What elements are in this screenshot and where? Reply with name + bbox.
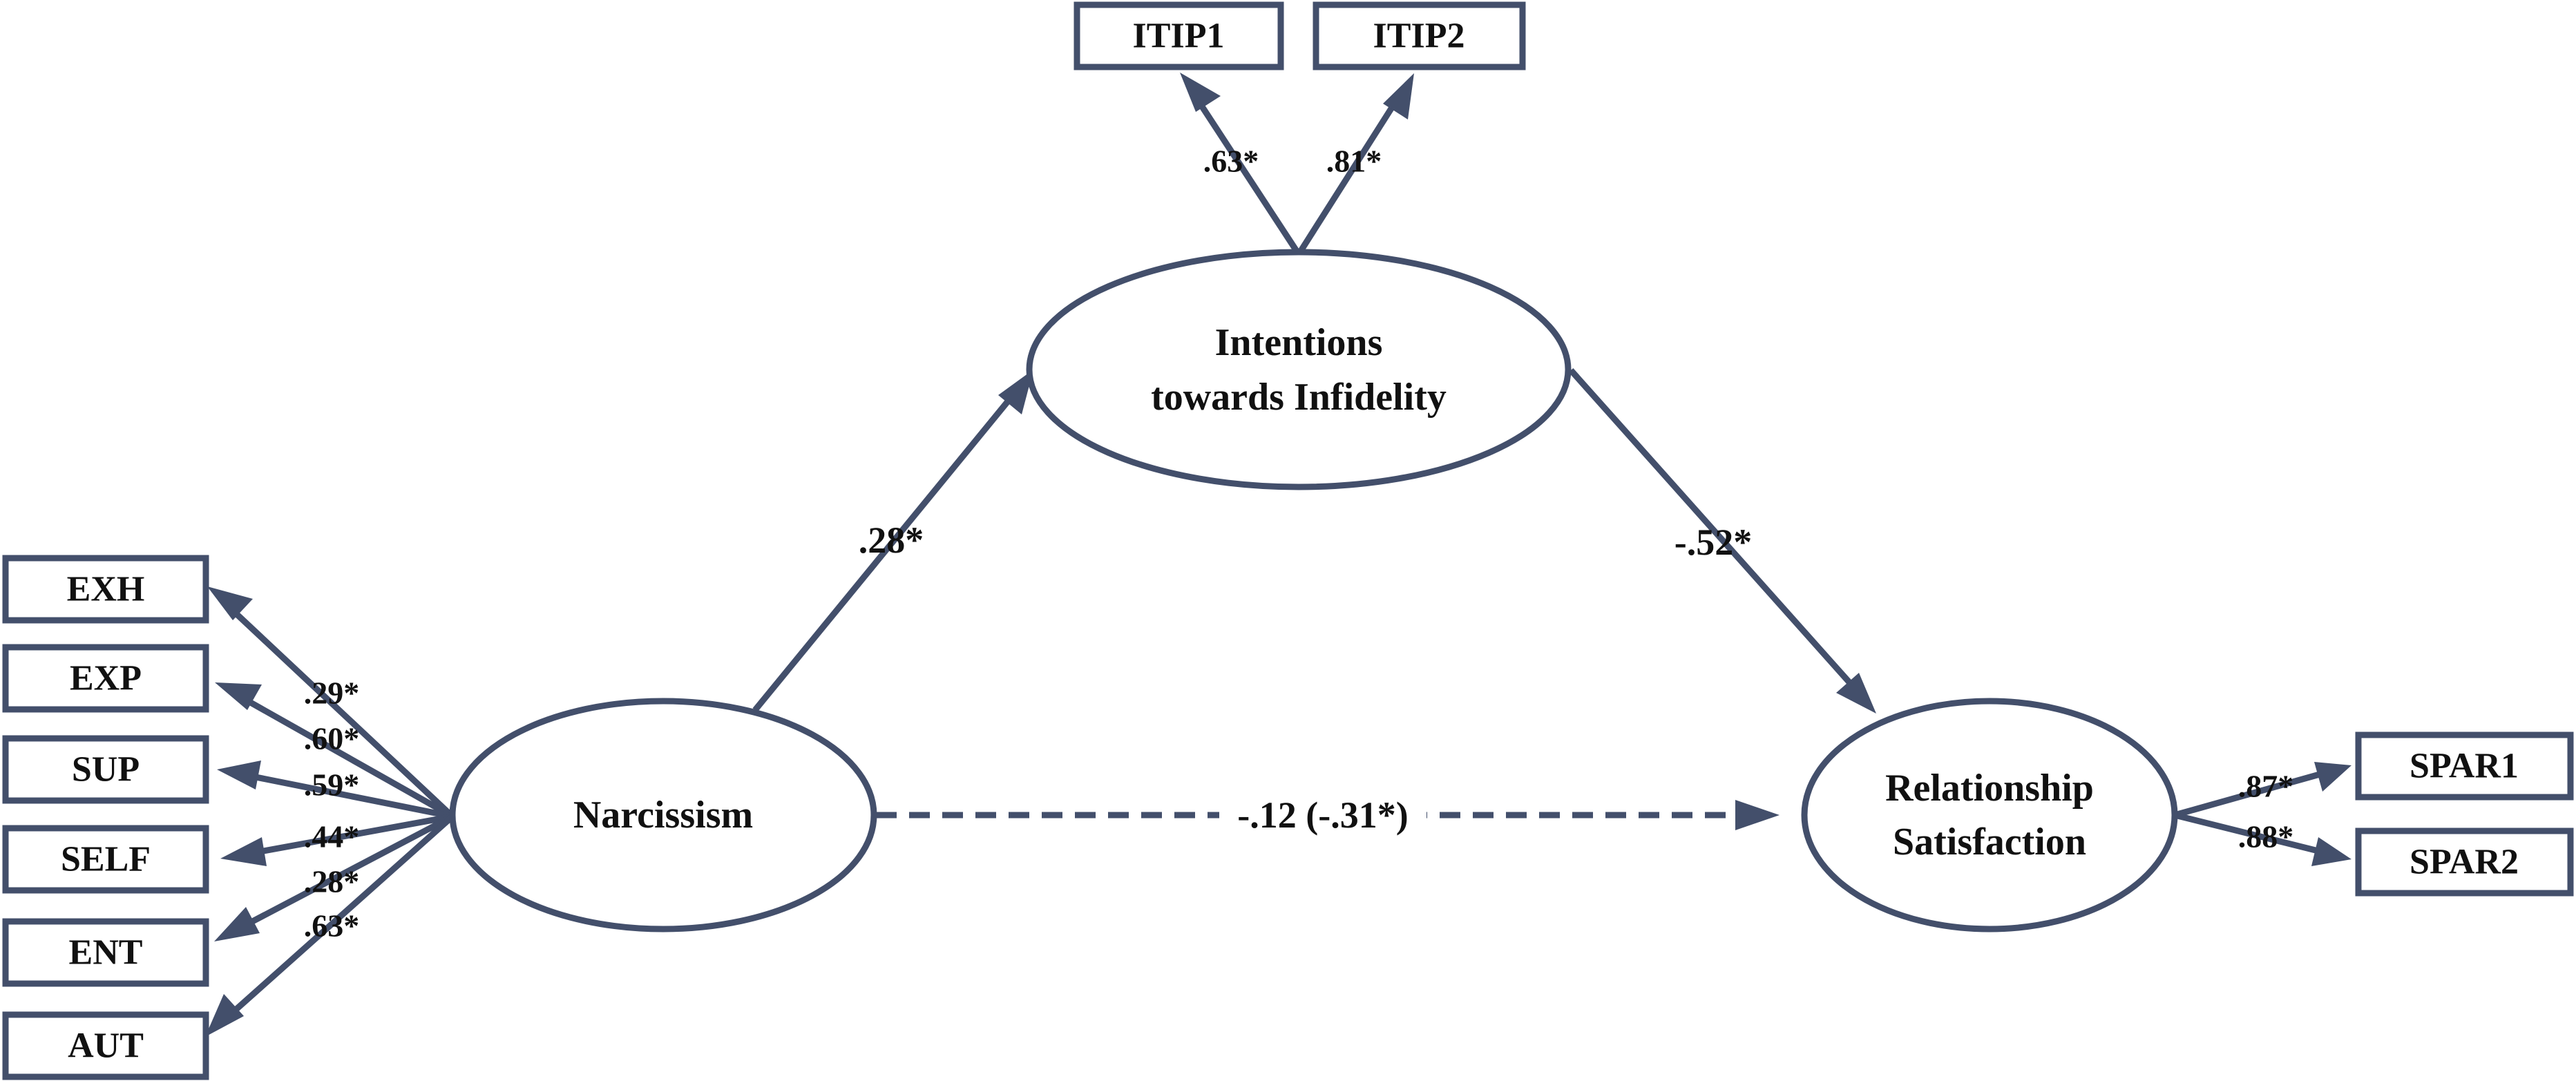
- path-label-direct-group: -.12 (-.31*): [1219, 793, 1427, 837]
- path-label-narcissism-to-satisfaction: -.12 (-.31*): [1237, 794, 1408, 836]
- indicator-label: EXH: [67, 570, 145, 609]
- indicator-label: SPAR1: [2410, 747, 2519, 786]
- loading-arrow-ent: [214, 814, 455, 941]
- indicator-label: AUT: [68, 1026, 144, 1066]
- path-arrow-infidelity-to-satisfaction: [1568, 368, 1876, 714]
- latent-satisfaction: Relationship Satisfaction: [1801, 698, 2178, 932]
- indicator-spar1: SPAR1: [2355, 731, 2574, 801]
- loading-arrow-sup: [217, 760, 453, 820]
- loading-label-sup: .59*: [304, 767, 360, 803]
- loading-label-itip2: .81*: [1326, 144, 1382, 179]
- indicator-label: ITIP1: [1133, 17, 1225, 56]
- latent-label-line-2: Satisfaction: [1893, 821, 2086, 863]
- indicator-label: SPAR2: [2410, 843, 2519, 882]
- latent-narcissism: Narcissism: [449, 698, 877, 932]
- indicator-self: SELF: [2, 825, 209, 894]
- indicator-label: SELF: [61, 840, 151, 879]
- indicator-label: ITIP2: [1373, 17, 1465, 56]
- indicator-itip1: ITIP1: [1074, 1, 1284, 70]
- latent-label-line-1: Intentions: [1215, 321, 1383, 364]
- loading-arrow-self: [220, 813, 453, 866]
- loading-label-self: .44*: [304, 819, 360, 854]
- path-arrow-narcissism-to-satisfaction: [876, 800, 1780, 830]
- loading-label-ent: .28*: [304, 864, 360, 899]
- loading-label-spar2: .88*: [2238, 819, 2294, 854]
- latent-label-line-2: towards Infidelity: [1151, 376, 1447, 419]
- loading-arrow-itip2: [1296, 73, 1414, 256]
- loading-arrow-spar1: [2173, 762, 2351, 819]
- loading-arrow-exp: [215, 682, 455, 819]
- indicator-spar2: SPAR2: [2355, 828, 2574, 897]
- indicator-label: EXP: [70, 659, 142, 698]
- loading-arrow-itip1: [1180, 73, 1301, 256]
- loading-label-exh: .29*: [304, 676, 360, 711]
- indicator-itip2: ITIP2: [1313, 1, 1526, 70]
- loading-arrow-spar2: [2173, 812, 2351, 866]
- loading-label-spar1: .87*: [2238, 769, 2294, 804]
- loading-label-exp: .60*: [304, 721, 360, 756]
- latent-label-line-1: Relationship: [1885, 767, 2094, 810]
- indicator-aut: AUT: [2, 1011, 209, 1080]
- path-label-infidelity-to-satisfaction: -.52*: [1675, 522, 1752, 563]
- latent-label: Narcissism: [573, 794, 753, 836]
- loading-arrow-aut: [205, 814, 455, 1037]
- path-label-narcissism-to-infidelity: .28*: [859, 519, 924, 561]
- indicator-ent: ENT: [2, 918, 209, 987]
- loading-label-itip1: .63*: [1203, 144, 1259, 179]
- indicator-label: ENT: [69, 933, 143, 973]
- loading-label-aut: .63*: [304, 908, 360, 944]
- indicator-label: SUP: [72, 750, 140, 790]
- indicator-sup: SUP: [2, 735, 209, 804]
- indicator-exp: EXP: [2, 644, 209, 713]
- path-arrow-narcissism-to-infidelity: [752, 370, 1033, 712]
- latent-infidelity: Intentions towards Infidelity: [1026, 249, 1572, 490]
- indicator-exh: EXH: [2, 555, 209, 624]
- loading-arrow-exh: [207, 586, 455, 819]
